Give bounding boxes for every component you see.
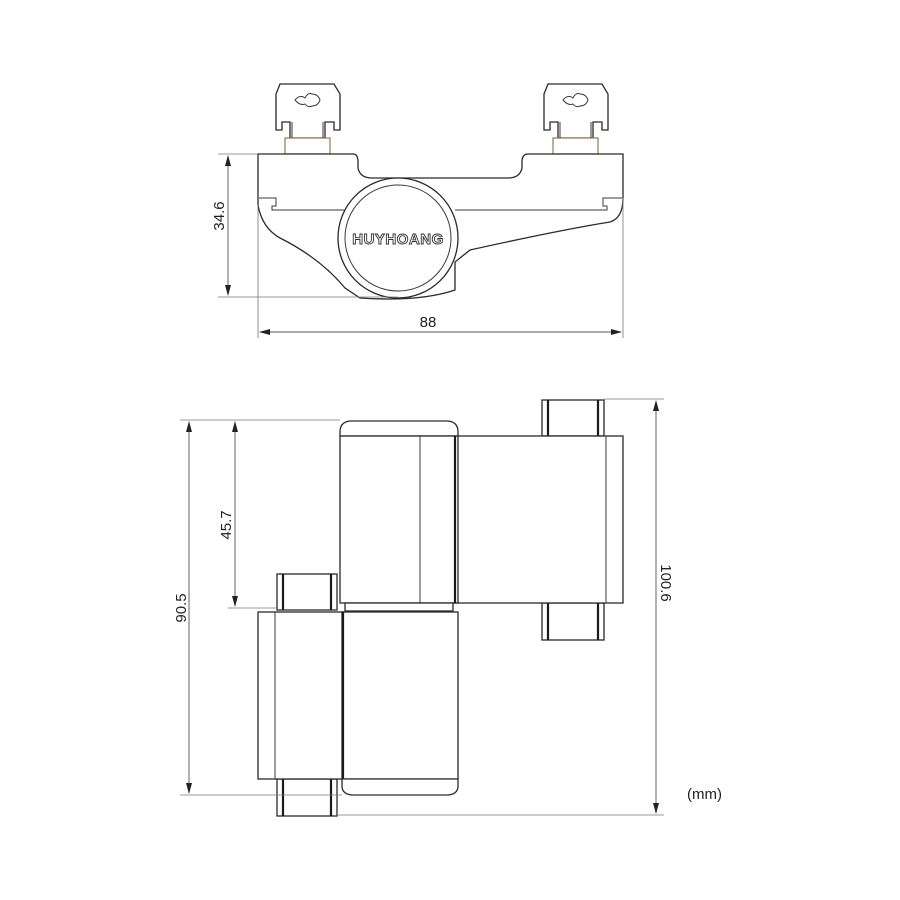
dimension-height-100-6: 100.6 (337, 398, 674, 816)
logo-disc: HUYHOANG (337, 177, 459, 299)
right-mounting-clip (543, 83, 609, 155)
dimension-label: 88 (420, 314, 437, 331)
front-view: 90.5 45.7 100.6 (mm) (173, 398, 722, 817)
dimension-label: 45.7 (218, 510, 235, 539)
left-mounting-clip (275, 83, 341, 155)
dimension-height-34-6: 34.6 (211, 153, 398, 298)
brand-label: HUYHOANG (352, 231, 444, 248)
dimension-height-90-5: 90.5 (173, 419, 342, 796)
dimension-label: 90.5 (173, 593, 190, 622)
lower-leaf-plate (257, 611, 345, 780)
dimension-height-45-7: 45.7 (218, 421, 277, 609)
upper-leaf-plate (454, 435, 624, 604)
dimension-label: 100.6 (657, 564, 674, 602)
dimension-width-88: 88 (257, 198, 624, 338)
lower-left-pin-top (276, 573, 338, 611)
upper-knuckle (339, 420, 459, 612)
upper-right-pin-bottom (541, 602, 605, 641)
top-view: HUYHOANG 34.6 88 (211, 83, 624, 338)
units-label: (mm) (687, 786, 722, 803)
lower-left-pin-bottom (276, 778, 338, 817)
dimension-label: 34.6 (211, 201, 228, 230)
upper-right-pin-top (541, 399, 605, 437)
lower-knuckle (341, 611, 459, 796)
